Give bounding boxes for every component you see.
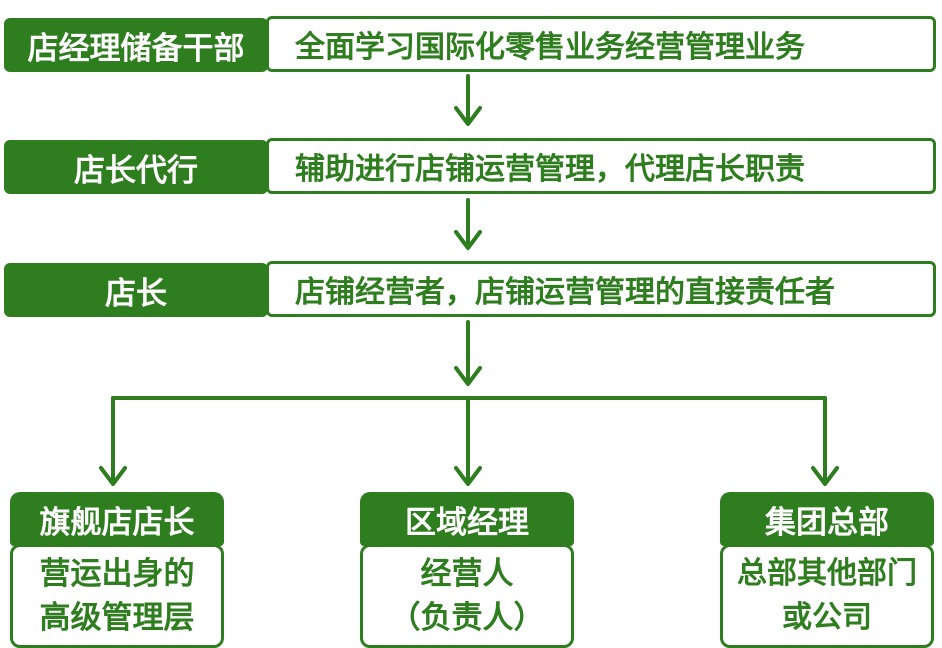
branch-title-flagship-manager: 旗舰店店长 (10, 492, 224, 546)
arrowhead-level3-to-branches (454, 366, 482, 386)
branch-title-regional-manager: 区域经理 (360, 492, 574, 546)
arrowhead-level2-to-level3 (454, 230, 482, 250)
branch-line: 营运出身的 (39, 556, 195, 592)
branch-body-headquarters: 总部其他部门 或公司 (720, 544, 934, 648)
arrowhead-level1-to-level2 (454, 106, 482, 126)
branch-line: （负责人） (389, 600, 545, 636)
level-desc-acting-manager: 辅助进行店铺运营管理，代理店长职责 (266, 138, 936, 194)
level-label-acting-manager: 店长代行 (4, 140, 268, 194)
branch-title-headquarters: 集团总部 (720, 492, 934, 546)
level-label-store-manager: 店长 (4, 263, 268, 317)
arrowhead-center (454, 466, 482, 486)
level-desc-reserve-manager: 全面学习国际化零售业务经营管理业务 (266, 16, 936, 72)
branch-body-flagship-manager: 营运出身的 高级管理层 (10, 544, 224, 648)
level-desc-store-manager: 店铺经营者，店铺运营管理的直接责任者 (266, 261, 936, 317)
branch-line: 或公司 (782, 600, 872, 635)
branch-line: 经营人 (420, 556, 514, 592)
level-label-reserve-manager: 店经理储备干部 (4, 18, 268, 72)
arrowhead-right (811, 466, 839, 486)
branch-line: 总部其他部门 (737, 556, 917, 591)
branch-body-regional-manager: 经营人 （负责人） (360, 544, 574, 648)
arrowhead-left (99, 466, 127, 486)
branch-line: 高级管理层 (39, 600, 195, 636)
